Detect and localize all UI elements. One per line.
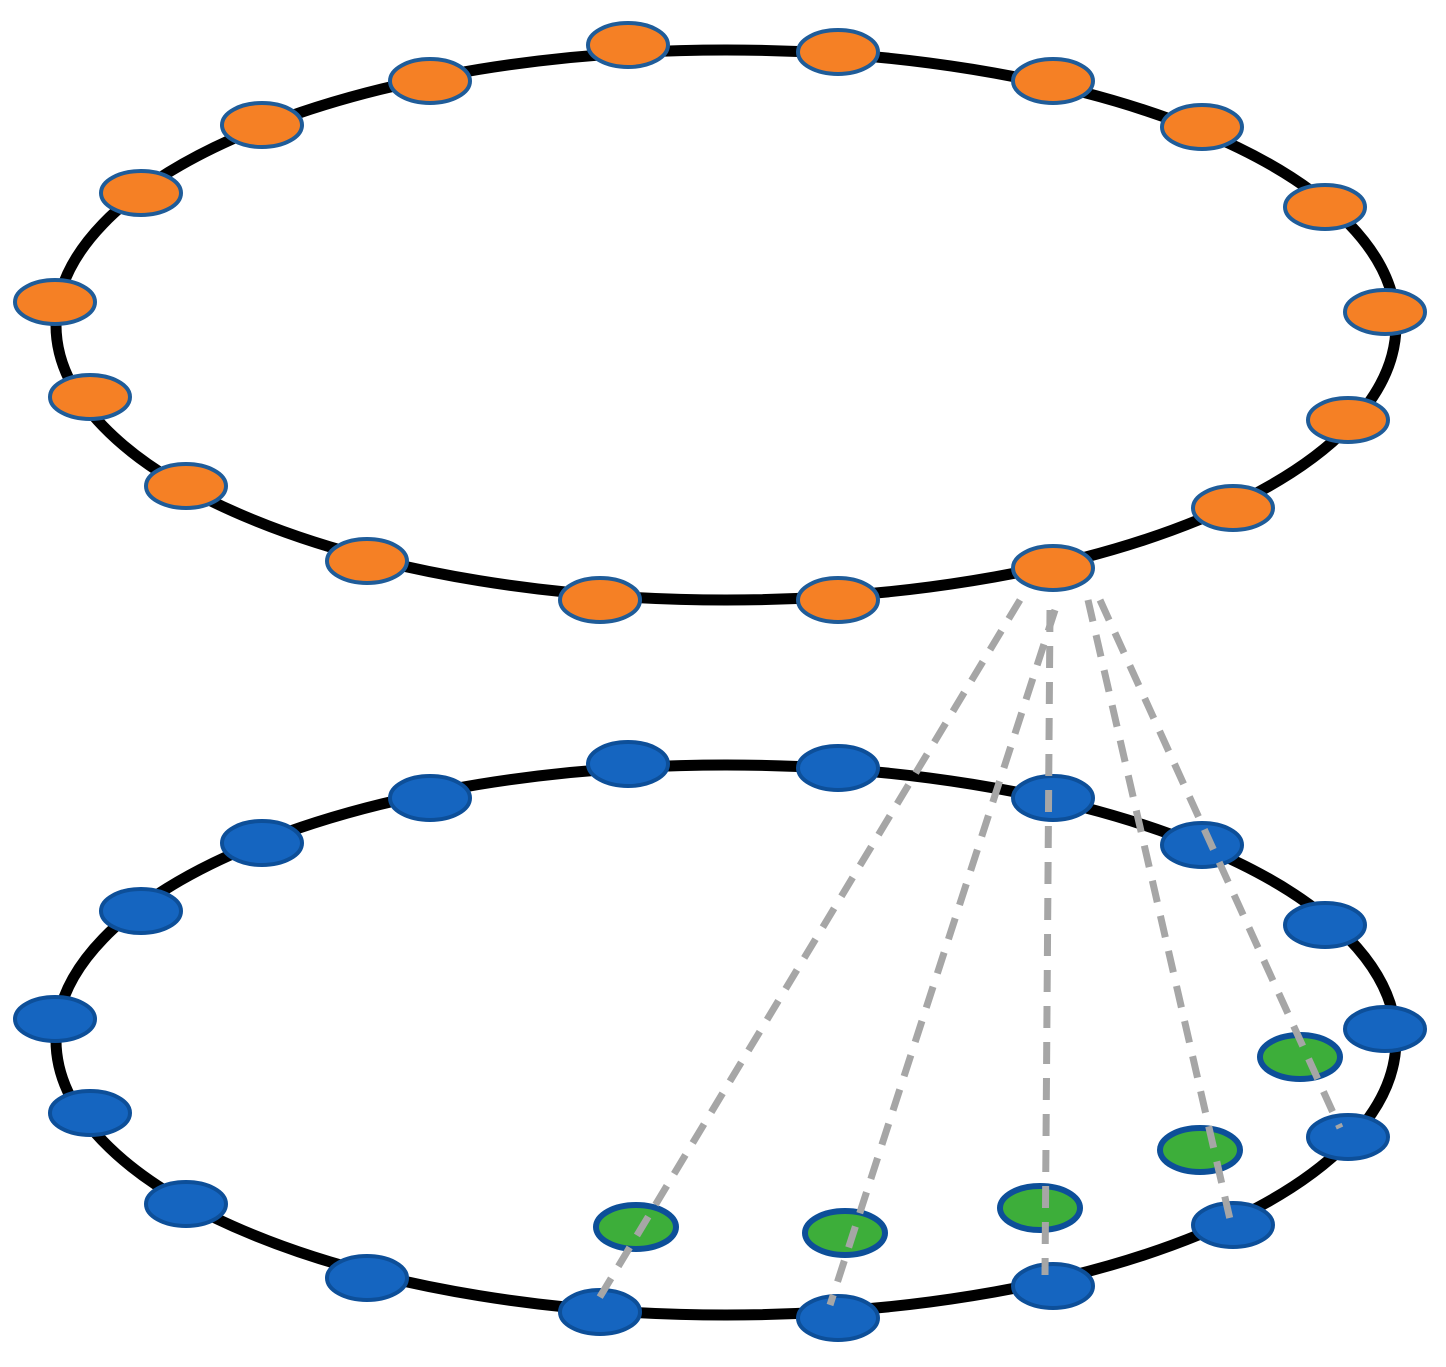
top-ring-node [388,57,472,105]
inner-nodes [593,1032,1343,1258]
bottom-ring-nodes [13,740,1427,1342]
top-ring-node [796,28,880,76]
bottom-ring-node [1306,1113,1390,1161]
bottom-ring-node [99,887,183,935]
inner-node [593,1202,679,1252]
dashed-connector [1084,599,1236,1229]
bottom-ring-node [144,1180,228,1228]
bottom-ring-node [1283,901,1367,949]
top-ring-node [558,576,642,624]
top-ring-node [13,278,97,326]
top-ring-node [1306,396,1390,444]
dashed-connector [1096,598,1344,1130]
bottom-ring-node [220,819,304,867]
bottom-ring-node [796,1294,880,1342]
bottom-ring-node [1343,1005,1427,1053]
dashed-connector [826,608,1059,1307]
dashed-connectors [592,598,1344,1307]
top-ring-node [796,576,880,624]
dashed-connector [1041,609,1054,1276]
bottom-ring-node [586,740,670,788]
bottom-ring-node [325,1254,409,1302]
top-ring-node [586,21,670,69]
bottom-ring-node [1160,821,1244,869]
bottom-ring-node [388,774,472,822]
top-ring-nodes [13,21,1427,624]
top-ring-node [1283,183,1367,231]
top-ring-node [144,462,228,510]
bottom-ring-node [48,1089,132,1137]
top-ring-node [1160,103,1244,151]
inner-node [1157,1125,1243,1175]
top-ring-node [325,537,409,585]
dashed-connector [592,598,1023,1307]
bottom-ring-node [796,744,880,792]
top-ring-node [1343,288,1427,336]
top-ring-node [220,101,304,149]
inner-node [997,1183,1083,1233]
bottom-ring-node [13,995,97,1043]
top-ring-node [48,373,132,421]
top-ring-node [1011,57,1095,105]
bottom-ring-node [1011,774,1095,822]
top-ring-node [99,169,183,217]
top-ring-node [1191,484,1275,532]
inner-node [802,1208,888,1258]
bottom-ring-node [1191,1201,1275,1249]
bottom-ring-node [1011,1262,1095,1310]
top-ring-node [1011,544,1095,592]
